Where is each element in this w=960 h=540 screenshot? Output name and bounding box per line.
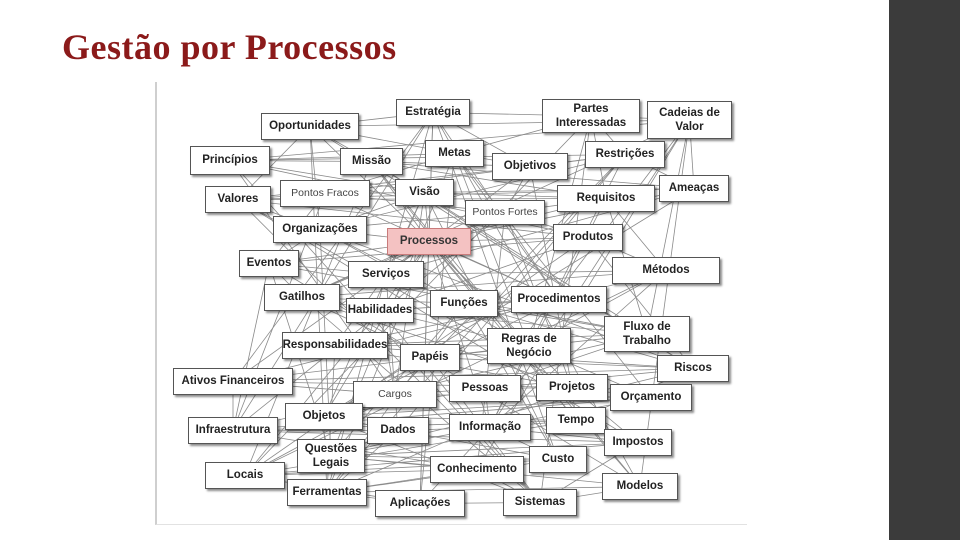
node-orcamento: Orçamento bbox=[610, 384, 692, 411]
connector-line bbox=[428, 112, 434, 242]
connector-line bbox=[232, 263, 270, 431]
node-tempo: Tempo bbox=[546, 407, 606, 434]
node-restricoes: Restrições bbox=[585, 141, 665, 168]
node-pontos-fracos: Pontos Fracos bbox=[280, 180, 370, 207]
connector-line bbox=[330, 442, 639, 457]
connector-line bbox=[419, 153, 455, 504]
node-papeis: Papéis bbox=[400, 344, 460, 371]
node-servicos: Serviços bbox=[348, 261, 424, 288]
node-principios: Princípios bbox=[190, 146, 270, 175]
node-conhecimento: Conhecimento bbox=[430, 456, 524, 483]
node-custo: Custo bbox=[529, 446, 587, 473]
connector-line bbox=[419, 241, 430, 504]
concept-map: Estratégia Partes Interessadas Cadeias d… bbox=[155, 82, 747, 525]
node-organizacoes: Organizações bbox=[273, 216, 367, 243]
node-aplicacoes: Aplicações bbox=[375, 490, 465, 517]
node-modelos: Modelos bbox=[602, 473, 678, 500]
node-regras-de-negocio: Regras de Negócio bbox=[487, 328, 571, 364]
node-ameacas: Ameaças bbox=[659, 175, 729, 202]
connector-line bbox=[379, 310, 648, 335]
node-funcoes: Funções bbox=[430, 290, 498, 317]
node-eventos: Eventos bbox=[239, 250, 299, 277]
node-partes-interessadas: Partes Interessadas bbox=[542, 99, 640, 133]
node-metas: Metas bbox=[425, 140, 484, 167]
connector-line bbox=[646, 119, 690, 335]
node-questoes-legais: Questões Legais bbox=[297, 439, 365, 473]
node-sistemas: Sistemas bbox=[503, 489, 577, 516]
connector-line bbox=[454, 153, 652, 398]
connector-line bbox=[301, 270, 667, 298]
node-requisitos: Requisitos bbox=[557, 185, 655, 212]
node-valores: Valores bbox=[205, 186, 271, 213]
node-pessoas: Pessoas bbox=[449, 375, 521, 402]
connector-line bbox=[463, 303, 694, 369]
node-processos: Processos bbox=[387, 228, 471, 255]
node-dados: Dados bbox=[367, 417, 429, 444]
connector-line bbox=[454, 153, 530, 347]
node-produtos: Produtos bbox=[553, 224, 623, 251]
node-cargos: Cargos bbox=[353, 381, 437, 408]
connector-line bbox=[489, 119, 690, 428]
node-riscos: Riscos bbox=[657, 355, 729, 382]
node-gatilhos: Gatilhos bbox=[264, 284, 340, 311]
node-estrategia: Estratégia bbox=[396, 99, 470, 126]
node-oportunidades: Oportunidades bbox=[261, 113, 359, 140]
node-projetos: Projetos bbox=[536, 374, 608, 401]
slide-title: Gestão por Processos bbox=[62, 27, 397, 67]
node-objetivos: Objetivos bbox=[492, 153, 568, 180]
connector-line bbox=[454, 153, 560, 300]
node-ferramentas: Ferramentas bbox=[287, 479, 367, 506]
connector-line bbox=[301, 212, 506, 298]
connector-line bbox=[394, 192, 425, 395]
node-infraestrutura: Infraestrutura bbox=[188, 417, 278, 444]
connector-line bbox=[394, 394, 652, 398]
node-metodos: Métodos bbox=[612, 257, 720, 284]
node-ativos-financeiros: Ativos Financeiros bbox=[173, 368, 293, 395]
node-informacao: Informação bbox=[449, 414, 531, 441]
node-impostos: Impostos bbox=[604, 429, 672, 456]
connector-line bbox=[309, 126, 321, 230]
node-habilidades: Habilidades bbox=[346, 298, 414, 323]
node-cadeias-de-valor: Cadeias de Valor bbox=[647, 101, 732, 139]
right-accent-bar bbox=[889, 0, 960, 540]
node-responsabilidades: Responsabilidades bbox=[282, 332, 388, 359]
connector-line bbox=[432, 112, 559, 460]
connector-line bbox=[232, 430, 639, 443]
node-missao: Missão bbox=[340, 148, 403, 175]
connector-line bbox=[319, 229, 530, 347]
connector-line bbox=[324, 154, 626, 194]
connector-line bbox=[326, 486, 641, 493]
node-visao: Visão bbox=[395, 179, 454, 206]
node-pontos-fortes: Pontos Fortes bbox=[465, 200, 545, 225]
node-objetos: Objetos bbox=[285, 403, 363, 430]
node-locais: Locais bbox=[205, 462, 285, 489]
connector-line bbox=[232, 299, 560, 382]
node-procedimentos: Procedimentos bbox=[511, 286, 607, 313]
node-fluxo-de-trabalho: Fluxo de Trabalho bbox=[604, 316, 690, 352]
